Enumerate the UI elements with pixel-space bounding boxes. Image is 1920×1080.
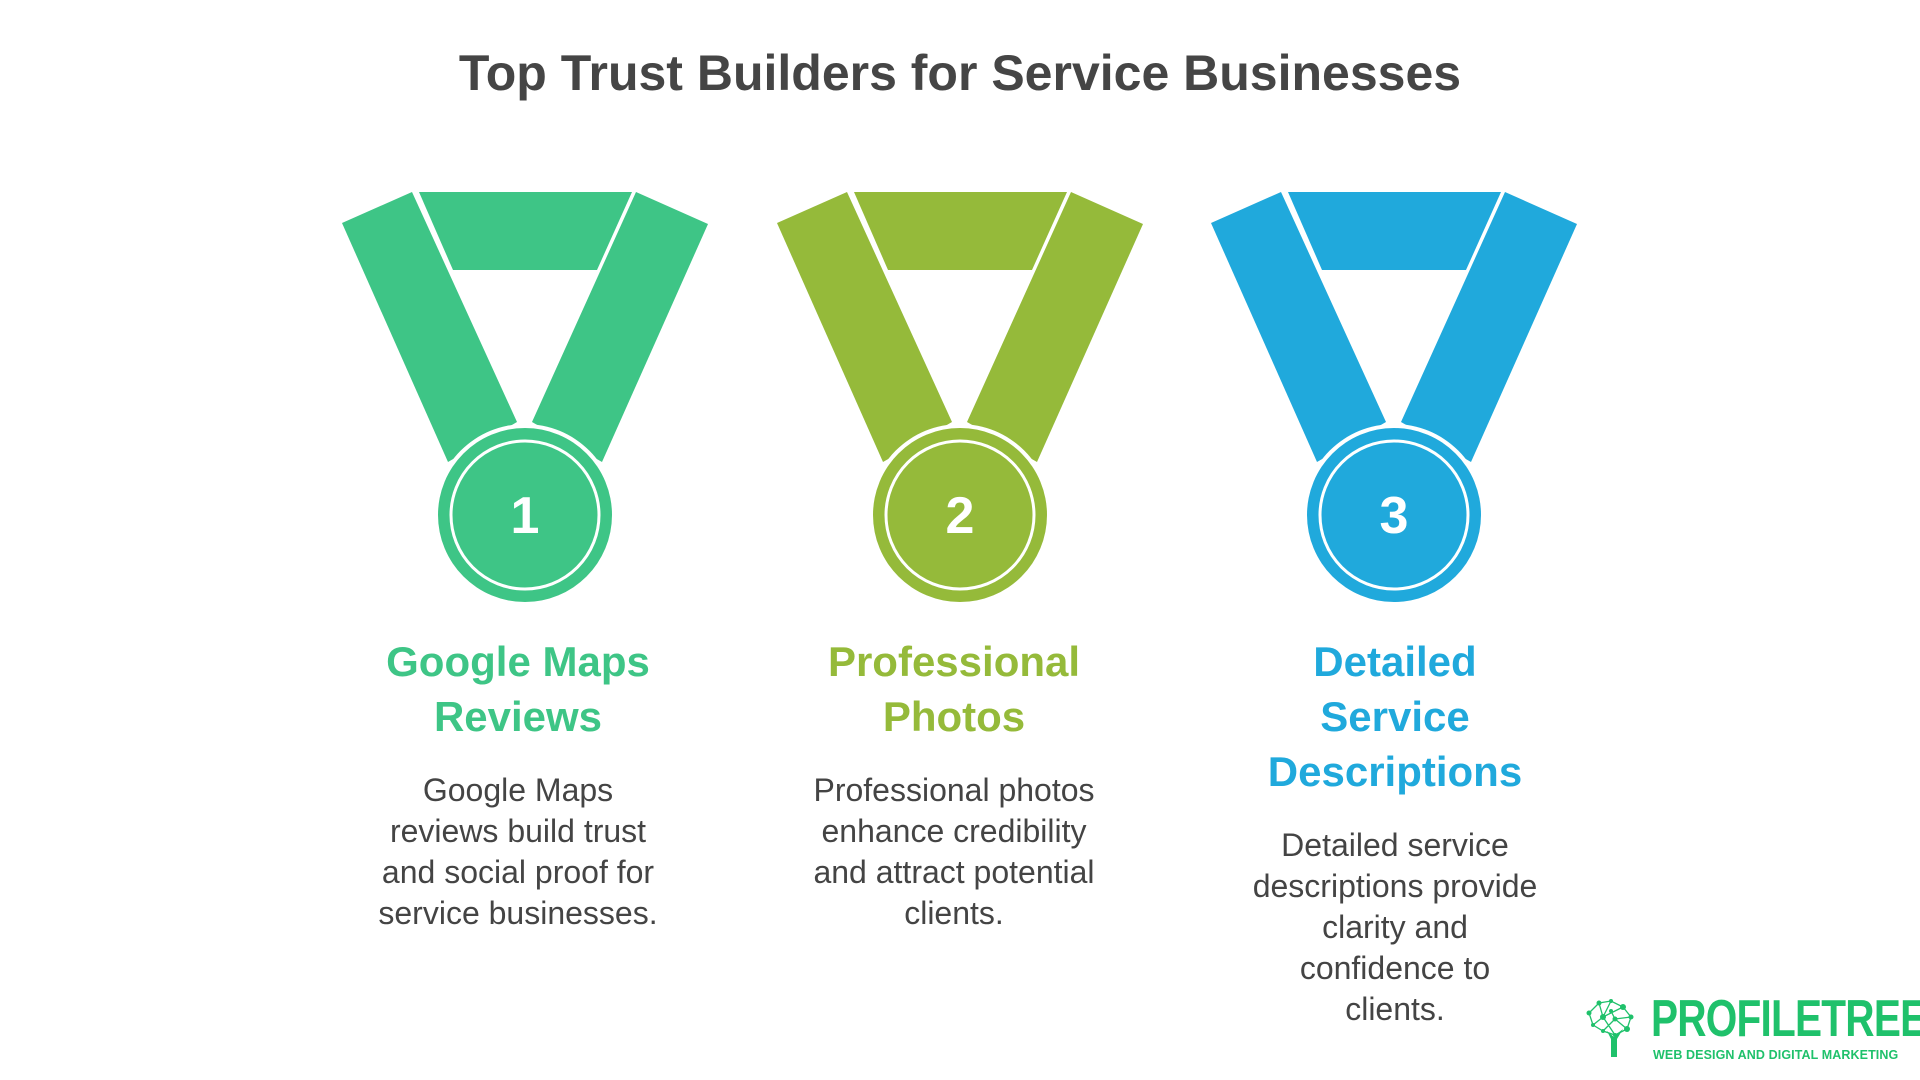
ribbon-band <box>419 192 632 270</box>
page-title: Top Trust Builders for Service Businesse… <box>458 45 1462 101</box>
trust-builder-3: Detailed Service Descriptions Detailed s… <box>1225 634 1565 1030</box>
ribbon-left-strap <box>777 192 952 462</box>
ribbon-left-strap <box>342 192 517 462</box>
description-line: Detailed service <box>1281 827 1509 863</box>
description-line: and attract potential <box>813 854 1095 890</box>
description-line: confidence to <box>1299 950 1491 986</box>
ribbon-right-strap <box>967 192 1143 462</box>
description-line: clients. <box>1345 991 1445 1027</box>
ribbon-right-strap <box>1401 192 1577 462</box>
description-line: Professional photos <box>813 772 1095 808</box>
ribbon-band <box>854 192 1067 270</box>
heading-line: Professional <box>827 638 1081 685</box>
heading-line: Detailed <box>1313 638 1477 685</box>
heading-line: Google Maps <box>386 638 650 685</box>
heading-line: Photos <box>882 693 1026 740</box>
ribbon-band <box>1288 192 1501 270</box>
medal-inner-ring <box>884 439 1036 591</box>
tree-network-icon <box>1586 999 1634 1057</box>
description-line: and social proof for <box>381 854 655 890</box>
medal-3: 3 <box>1211 192 1577 606</box>
medal-1: 1 <box>342 192 708 606</box>
medal-disc <box>1307 428 1481 602</box>
heading-line: Descriptions <box>1267 748 1523 795</box>
ribbon-left-strap <box>1211 192 1386 462</box>
item-heading: Google Maps Reviews <box>348 634 688 744</box>
medal-2: 2 <box>777 192 1143 606</box>
description-line: clients. <box>904 895 1004 931</box>
profiletree-logo: PROFILETREE WEB DESIGN AND DIGITAL MARKE… <box>1585 991 1920 1065</box>
item-description: Google Maps reviews build trust and soci… <box>348 770 688 934</box>
medal-number: 2 <box>946 487 975 545</box>
description-line: service businesses. <box>378 895 658 931</box>
item-heading: Professional Photos <box>784 634 1124 744</box>
item-description: Professional photos enhance credibility … <box>784 770 1124 934</box>
logo-name: PROFILETREE <box>1651 990 1920 1048</box>
logo-tagline: WEB DESIGN AND DIGITAL MARKETING <box>1653 1048 1899 1062</box>
medal-number: 1 <box>511 487 540 545</box>
description-line: enhance credibility <box>821 813 1087 849</box>
heading-line: Reviews <box>433 693 603 740</box>
description-line: Google Maps <box>422 772 614 808</box>
medal-disc <box>873 428 1047 602</box>
description-line: descriptions provide <box>1252 868 1538 904</box>
medal-inner-ring <box>1318 439 1470 591</box>
ribbon-right-strap <box>532 192 708 462</box>
description-line: clarity and <box>1322 909 1468 945</box>
heading-line: Service <box>1320 693 1470 740</box>
medal-number: 3 <box>1380 487 1409 545</box>
item-description: Detailed service descriptions provide cl… <box>1225 825 1565 1030</box>
medal-inner-ring <box>449 439 601 591</box>
description-line: reviews build trust <box>389 813 647 849</box>
trust-builder-2: Professional Photos Professional photos … <box>784 634 1124 934</box>
item-heading: Detailed Service Descriptions <box>1225 634 1565 799</box>
medal-disc <box>438 428 612 602</box>
trust-builder-1: Google Maps Reviews Google Maps reviews … <box>348 634 688 934</box>
